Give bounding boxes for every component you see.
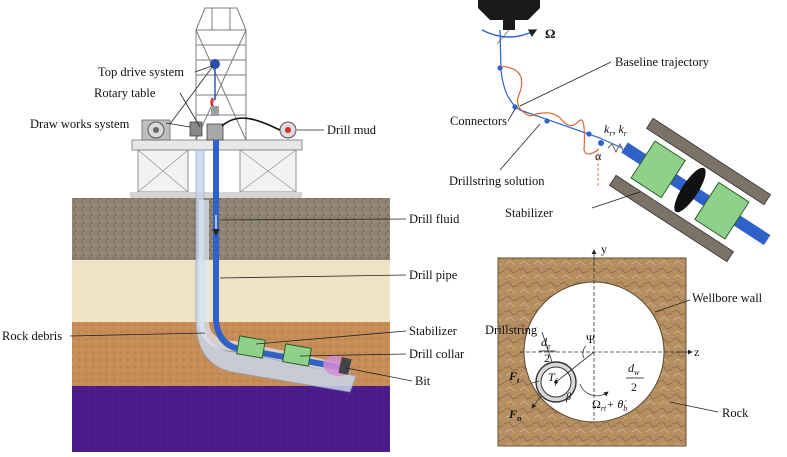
label-stabilizer-left: Stabilizer: [409, 324, 458, 338]
left-leader-lines: [69, 65, 413, 382]
label-drill-fluid: Drill fluid: [409, 212, 460, 226]
rotary-table: [189, 121, 224, 141]
label-psi: Ψ: [586, 332, 595, 346]
label-omega-top: Ω: [545, 26, 555, 41]
label-baseline-trajectory: Baseline trajectory: [615, 55, 710, 69]
svg-text:2: 2: [631, 380, 637, 394]
left-labels: Top drive system Rotary table Draw works…: [2, 65, 465, 388]
label-connectors: Connectors: [450, 114, 507, 128]
stabilizer-assembly: [608, 117, 772, 263]
label-stabilizer-right: Stabilizer: [505, 206, 554, 220]
label-z-axis: z: [694, 345, 699, 359]
label-rock-debris: Rock debris: [2, 329, 62, 343]
ground-strata: [72, 198, 390, 452]
draw-works-system: [141, 65, 214, 141]
svg-text:de: de: [541, 335, 551, 351]
drillstring-model: Ω Baselin: [449, 0, 772, 263]
stabilizer-blocks: [236, 335, 312, 367]
drill-mud-pump: [221, 117, 297, 139]
wellbore-cross-section: Wellbore wall Drillstring Rock y z Ψ de …: [485, 242, 763, 447]
label-drillstring-solution: Drillstring solution: [449, 174, 545, 188]
label-y-axis: y: [601, 242, 607, 256]
top-right-leaders: [499, 61, 641, 209]
soil-layer: [72, 198, 390, 260]
label-drillstring: Drillstring: [485, 323, 538, 337]
label-rotary-table: Rotary table: [94, 86, 156, 100]
label-draw-works: Draw works system: [30, 117, 130, 131]
label-top-drive: Top drive system: [98, 65, 184, 79]
sand-layer: [72, 260, 390, 322]
label-de-fraction: de 2: [539, 335, 556, 365]
label-omega-rt: Ωrt+ θ̇b: [592, 397, 627, 413]
drill-bit: [323, 355, 352, 377]
drillstring-cross-section: [535, 351, 595, 403]
label-drill-collar: Drill collar: [409, 347, 465, 361]
bedrock-layer: [72, 386, 390, 452]
drillstring-solution-curve: [499, 65, 599, 186]
label-drill-pipe: Drill pipe: [409, 268, 458, 282]
label-beta: β: [565, 392, 571, 403]
label-bit: Bit: [415, 374, 431, 388]
rotary-drive-head: [478, 0, 540, 45]
svg-text:2: 2: [544, 351, 550, 365]
baseline-trajectory: [497, 29, 623, 149]
label-tf: Tf: [548, 370, 559, 386]
label-dw-fraction: dw 2: [626, 361, 644, 394]
label-drill-mud: Drill mud: [327, 123, 377, 137]
label-rock: Rock: [722, 406, 749, 420]
label-alpha: α: [595, 149, 602, 163]
label-fn: Fn: [508, 407, 522, 423]
label-wellbore-wall: Wellbore wall: [692, 291, 763, 305]
svg-text:dw: dw: [628, 361, 640, 377]
label-kr: kr, kr: [604, 122, 628, 138]
label-ft: Ft: [508, 369, 520, 385]
derrick: [195, 7, 247, 141]
